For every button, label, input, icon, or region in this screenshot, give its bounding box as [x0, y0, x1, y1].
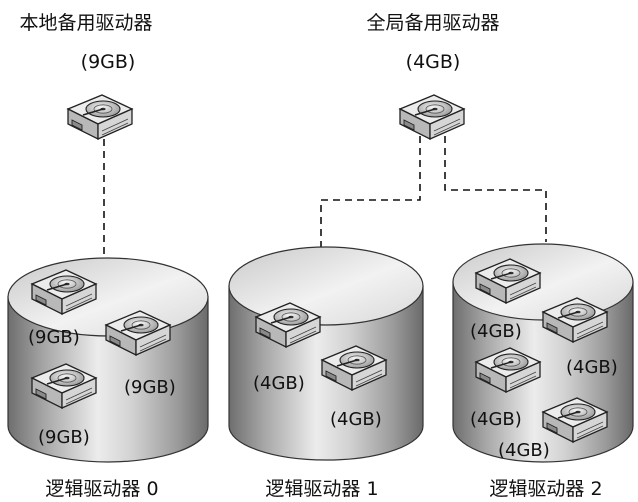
local-spare-title: 本地备用驱动器 [19, 12, 152, 34]
logical-drive-2-caption: 逻辑驱动器 2 [489, 478, 602, 500]
ld2-disk-1-size: (4GB) [470, 321, 522, 342]
ld0-disk-3-size: (9GB) [38, 427, 90, 448]
ld0-disk-1-size: (9GB) [28, 327, 80, 348]
ld2-disk-3-size: (4GB) [470, 409, 522, 430]
ld1-disk-1-size: (4GB) [253, 373, 305, 394]
global-spare-title: 全局备用驱动器 [366, 12, 499, 34]
ld2-disk-4-size: (4GB) [498, 440, 550, 461]
global-spare-connector-1 [320, 136, 421, 247]
ld1-disk-2-size: (4GB) [330, 409, 382, 430]
global-spare-connector-2 [444, 136, 547, 242]
logical-drive-0-caption: 逻辑驱动器 0 [45, 478, 158, 500]
global-spare-size: (4GB) [406, 51, 461, 73]
local-spare-disk-icon [67, 94, 133, 140]
ld2-disk-2-size: (4GB) [566, 357, 618, 378]
logical-drive-1-caption: 逻辑驱动器 1 [265, 478, 378, 500]
ld0-disk-2-size: (9GB) [124, 377, 176, 398]
global-spare-disk-icon [399, 94, 465, 140]
local-spare-size: (9GB) [81, 51, 136, 73]
logical-drive-1 [228, 246, 424, 461]
